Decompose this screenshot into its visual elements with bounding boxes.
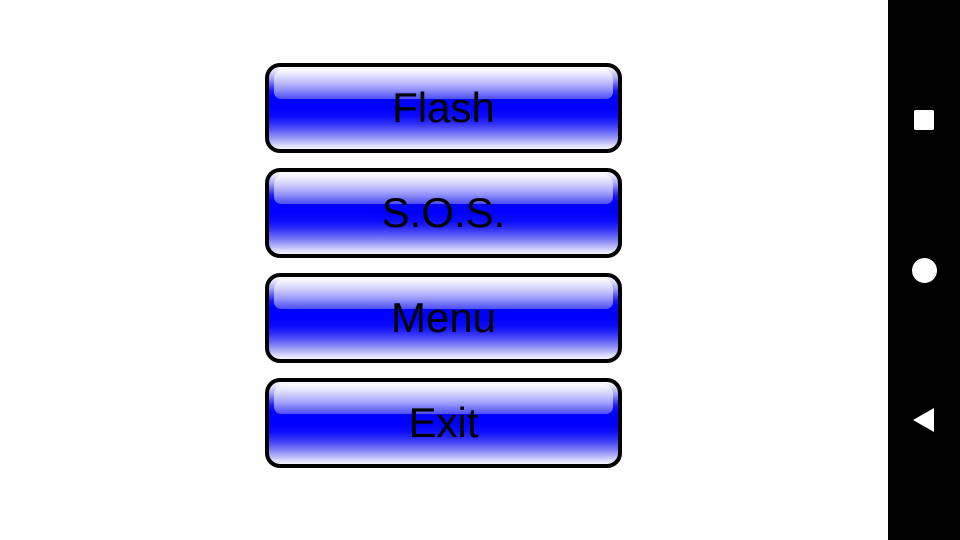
flash-button[interactable]: Flash — [265, 63, 622, 153]
flash-button-label: Flash — [392, 84, 495, 131]
menu-button[interactable]: Menu — [265, 273, 622, 363]
button-stack: Flash S.O.S. Menu Exit — [265, 63, 622, 483]
nav-home-button[interactable] — [888, 234, 960, 306]
nav-back-button[interactable] — [888, 384, 960, 456]
exit-button-label: Exit — [408, 399, 479, 446]
android-navigation-bar — [888, 0, 960, 540]
sos-button[interactable]: S.O.S. — [265, 168, 622, 258]
recents-icon — [914, 110, 934, 130]
back-icon — [912, 408, 934, 432]
nav-recents-button[interactable] — [888, 84, 960, 156]
app-content-area: Flash S.O.S. Menu Exit — [265, 63, 622, 483]
sos-button-label: S.O.S. — [381, 189, 506, 236]
menu-button-label: Menu — [390, 294, 497, 341]
exit-button[interactable]: Exit — [265, 378, 622, 468]
home-icon — [911, 257, 937, 283]
